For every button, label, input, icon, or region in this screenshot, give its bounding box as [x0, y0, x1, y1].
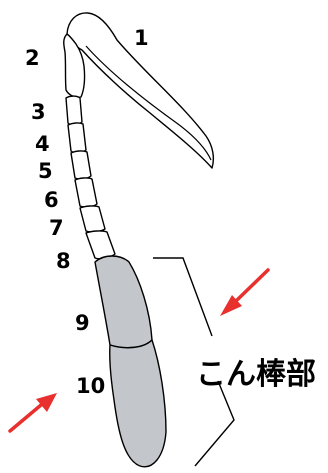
segment-7: [79, 205, 106, 233]
segment-label-2: 2: [25, 46, 40, 70]
red-arrow-icon: [8, 393, 57, 433]
segment-5: [70, 150, 92, 180]
segment-label-1: 1: [134, 26, 149, 50]
segment-9: [94, 255, 153, 349]
segment-label-10: 10: [76, 374, 105, 398]
segment-1-inner-line: [85, 45, 212, 161]
segment-label-6: 6: [44, 188, 59, 212]
segment-6: [74, 177, 98, 208]
segment-10: [109, 339, 167, 468]
segment-4: [67, 122, 87, 154]
segment-label-3: 3: [31, 100, 46, 124]
segment-label-8: 8: [56, 249, 71, 273]
segment-label-9: 9: [75, 311, 90, 335]
segment-label-5: 5: [38, 159, 53, 183]
segment-3: [65, 95, 83, 126]
segment-label-7: 7: [49, 216, 64, 240]
segment-1: [66, 12, 215, 169]
club-region-label: こん棒部: [196, 357, 316, 392]
segment-2: [63, 33, 86, 98]
segment-label-4: 4: [35, 132, 50, 156]
bracket-icon: [153, 257, 235, 467]
red-arrow-icon: [220, 268, 270, 316]
segment-8: [85, 230, 116, 260]
